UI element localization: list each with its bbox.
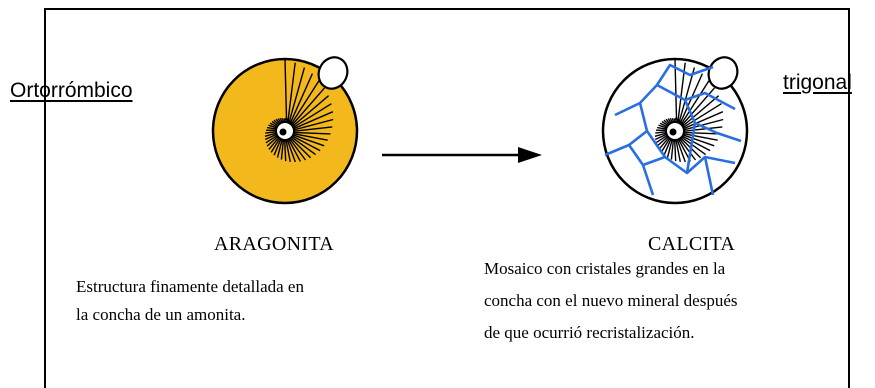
calcite-title: CALCITA bbox=[648, 234, 735, 254]
aragonite-description-line: la concha de un amonita. bbox=[76, 301, 304, 329]
shell-umbilicus-dot bbox=[280, 129, 287, 136]
shell-umbilicus-dot bbox=[670, 129, 677, 136]
calcite-description-line: Mosaico con cristales grandes en la bbox=[484, 253, 738, 285]
aragonite-description-line: Estructura finamente detallada en bbox=[76, 273, 304, 301]
calcite-description-line: de que ocurrió recristalización. bbox=[484, 317, 738, 349]
aragonite-ammonite-shell bbox=[205, 45, 365, 205]
crystal-system-left-label: Ortorrómbico bbox=[10, 80, 133, 101]
aragonite-title: ARAGONITA bbox=[214, 234, 334, 254]
calcite-ammonite-shell bbox=[595, 45, 755, 205]
calcite-description-line: concha con el nuevo mineral después bbox=[484, 285, 738, 317]
aragonite-description: Estructura finamente detallada en la con… bbox=[76, 273, 304, 329]
calcite-description: Mosaico con cristales grandes en la conc… bbox=[484, 253, 738, 349]
transformation-arrow bbox=[380, 140, 550, 170]
crystal-system-right-label: trigonal bbox=[783, 72, 852, 93]
